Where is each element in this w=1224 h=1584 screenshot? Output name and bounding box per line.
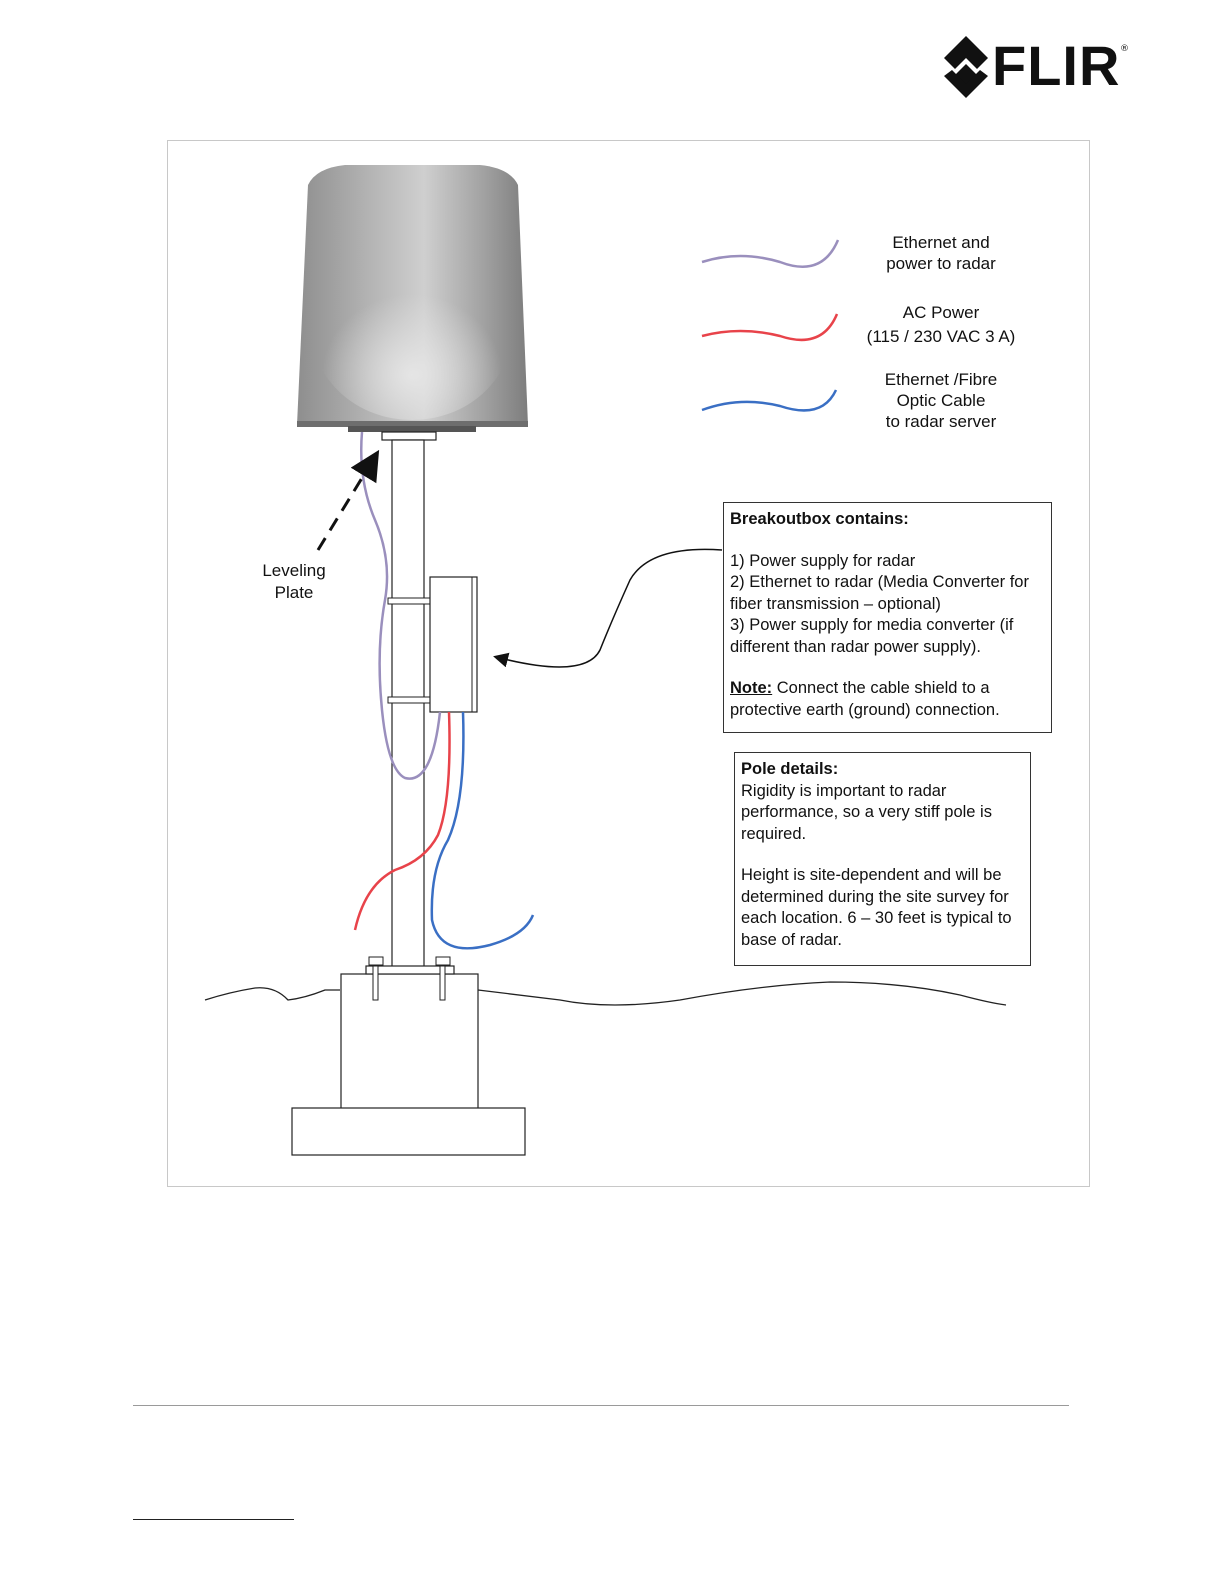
pole-details-callout: Pole details: Rigidity is important to r… <box>734 752 1031 966</box>
pole-details-rigidity: Rigidity is important to radar performan… <box>741 781 992 843</box>
legend-label-ethernet-power: Ethernet and power to radar <box>866 232 1016 274</box>
note-label: Note: <box>730 679 773 697</box>
legend-swatch-fibre <box>701 389 838 412</box>
legend-line: to radar server <box>885 412 997 431</box>
pole-clamp-upper <box>387 597 431 605</box>
legend-line: AC Power <box>902 303 980 322</box>
breakout-box-callout: Breakoutbox contains: 1) Power supply fo… <box>723 502 1052 733</box>
legend-line: power to radar <box>886 254 996 273</box>
breakout-box-arrow <box>493 548 723 668</box>
radar-dome <box>297 165 528 432</box>
flir-wordmark: FLIR <box>992 34 1121 97</box>
flir-logo: FLIR ® <box>940 34 1130 100</box>
ground-line-right <box>477 981 1007 1006</box>
note-text: Connect the cable shield to a protective… <box>730 679 1000 719</box>
pole-base-plate <box>365 965 455 975</box>
breakout-item-1: 1) Power supply for radar <box>730 551 916 570</box>
leveling-plate <box>381 431 437 441</box>
fibre-cable <box>430 711 535 950</box>
pole-details-title: Pole details: <box>741 760 839 778</box>
leveling-plate-arrow <box>316 449 380 551</box>
legend-swatch-ac-power <box>701 313 839 342</box>
footer-divider <box>133 1405 1069 1406</box>
pole-details-height: Height is site-dependent and will be det… <box>741 866 1012 949</box>
legend-line: Ethernet /Fibre <box>884 370 998 389</box>
flir-diamond-icon <box>944 36 988 98</box>
breakout-note: Note: Connect the cable shield to a prot… <box>730 678 1045 721</box>
breakout-box-title: Breakoutbox contains: <box>730 510 909 528</box>
breakout-box-enclosure <box>429 576 478 713</box>
pole <box>391 439 425 971</box>
legend-line: Optic Cable <box>896 391 986 410</box>
ground-line-left <box>204 987 340 1001</box>
ethernet-power-cable <box>359 431 442 780</box>
foundation-base <box>291 1107 526 1156</box>
legend-line: Ethernet and <box>892 233 990 252</box>
legend-label-fibre: Ethernet /Fibre Optic Cable to radar ser… <box>866 369 1016 432</box>
footnote-rule <box>133 1519 294 1520</box>
ac-power-cable <box>353 711 451 931</box>
breakout-item-3: 3) Power supply for media converter (if … <box>730 616 1014 656</box>
registered-mark: ® <box>1120 44 1129 54</box>
diagram-frame <box>167 140 1090 1187</box>
leveling-plate-label: Leveling Plate <box>246 560 342 604</box>
concrete-foundation <box>340 973 479 1110</box>
anchor-bolts <box>368 956 451 1001</box>
leveling-plate-label-line: Plate <box>274 583 314 602</box>
breakout-item-2: 2) Ethernet to radar (Media Converter fo… <box>730 573 1029 613</box>
legend-label-ac-power: AC Power (115 / 230 VAC 3 A) <box>846 302 1036 347</box>
pole-clamp-lower <box>387 696 431 704</box>
leveling-plate-label-line: Leveling <box>262 561 326 580</box>
legend-swatch-ethernet-power <box>701 239 840 268</box>
legend-line: (115 / 230 VAC 3 A) <box>866 327 1016 346</box>
